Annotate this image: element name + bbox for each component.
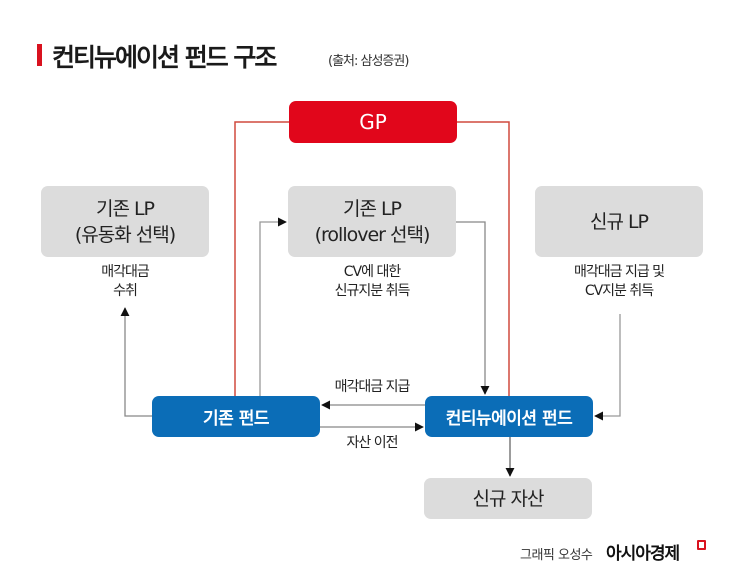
label-line: 매각대금 지급 및 xyxy=(573,264,665,280)
brand-logo-text: 아시아경제 xyxy=(606,544,680,564)
cv-new-stake-label: CV에 대한 신규지분 취득 xyxy=(312,263,432,301)
label-line: CV에 대한 xyxy=(343,264,401,280)
asset-transfer-label: 자산 이전 xyxy=(346,435,399,451)
node-line: 신규 LP xyxy=(589,210,649,233)
rollover-lp-to-continuation-fund-arrow xyxy=(456,221,490,395)
new-lp-node: 신규 LP xyxy=(535,186,703,257)
gp-to-existing-fund-line xyxy=(234,121,289,397)
gp-node: GP xyxy=(289,101,457,143)
new-lp-payment-label: 매각대금 지급 및 CV지분 취득 xyxy=(549,263,689,301)
existing-fund-to-liquidity-lp-arrow xyxy=(120,307,152,417)
new-lp-to-continuation-fund-arrow xyxy=(594,314,621,421)
label-line: 매각대금 xyxy=(101,264,150,280)
node-line: 기존 LP xyxy=(95,197,155,220)
title-accent-bar xyxy=(37,44,42,66)
existing-fund-to-rollover-lp-arrow xyxy=(259,217,287,396)
gp-label: GP xyxy=(359,110,387,134)
page-title: 컨티뉴에이션 펀드 구조 xyxy=(52,43,277,72)
label-line: 신규지분 취득 xyxy=(334,283,411,299)
sale-payment-label: 매각대금 지급 xyxy=(334,379,411,395)
graphic-credit: 그래픽 오성수 xyxy=(520,548,593,563)
source-note: (출처: 삼성증권) xyxy=(328,54,409,69)
new-assets-node: 신규 자산 xyxy=(424,478,592,519)
brand-mark-icon xyxy=(697,540,706,550)
existing-fund-node: 기존 펀드 xyxy=(152,396,320,437)
existing-fund-label: 기존 펀드 xyxy=(203,409,269,429)
node-line: 기존 LP xyxy=(342,197,402,220)
continuation-fund-node: 컨티뉴에이션 펀드 xyxy=(425,396,593,437)
label-line: CV지분 취득 xyxy=(584,283,654,299)
sale-proceeds-receipt-label: 매각대금 수취 xyxy=(65,263,185,301)
existing-lp-rollover-node: 기존 LP (rollover 선택) xyxy=(288,186,456,257)
node-line: (rollover 선택) xyxy=(314,223,431,246)
new-assets-label: 신규 자산 xyxy=(472,487,545,510)
gp-to-continuation-fund-line xyxy=(457,121,510,397)
continuation-fund-label: 컨티뉴에이션 펀드 xyxy=(445,409,573,429)
label-line: 수취 xyxy=(113,283,138,299)
node-line: (유동화 선택) xyxy=(74,223,176,246)
existing-lp-liquidity-node: 기존 LP (유동화 선택) xyxy=(41,186,209,257)
